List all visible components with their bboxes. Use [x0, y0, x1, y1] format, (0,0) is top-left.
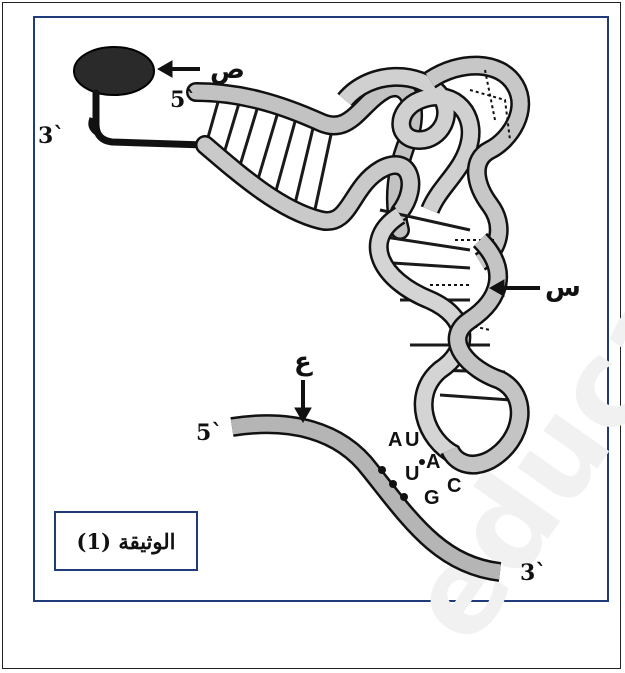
- anticodon-base-3: A: [426, 451, 440, 473]
- label-ain: ع: [294, 347, 313, 377]
- codon-base-1: U: [405, 463, 419, 485]
- codon-base-2: G: [424, 487, 440, 509]
- codon-base-3: C: [447, 475, 461, 497]
- anticodon-base-2: U: [405, 429, 419, 451]
- figure-caption: الوثيقة (1): [77, 529, 176, 554]
- trna-3prime-label: 3`: [38, 123, 64, 149]
- label-sin: س: [545, 273, 581, 303]
- mrna-5prime-label: 5`: [196, 420, 222, 446]
- label-sad: ص: [210, 55, 245, 85]
- mrna-3prime-label: 3`: [520, 560, 546, 586]
- trna-5prime-label: 5`: [170, 87, 196, 113]
- figure-caption-box: الوثيقة (1): [54, 511, 198, 571]
- anticodon-base-1: A: [388, 429, 402, 451]
- amino-acid-blob: [74, 47, 154, 95]
